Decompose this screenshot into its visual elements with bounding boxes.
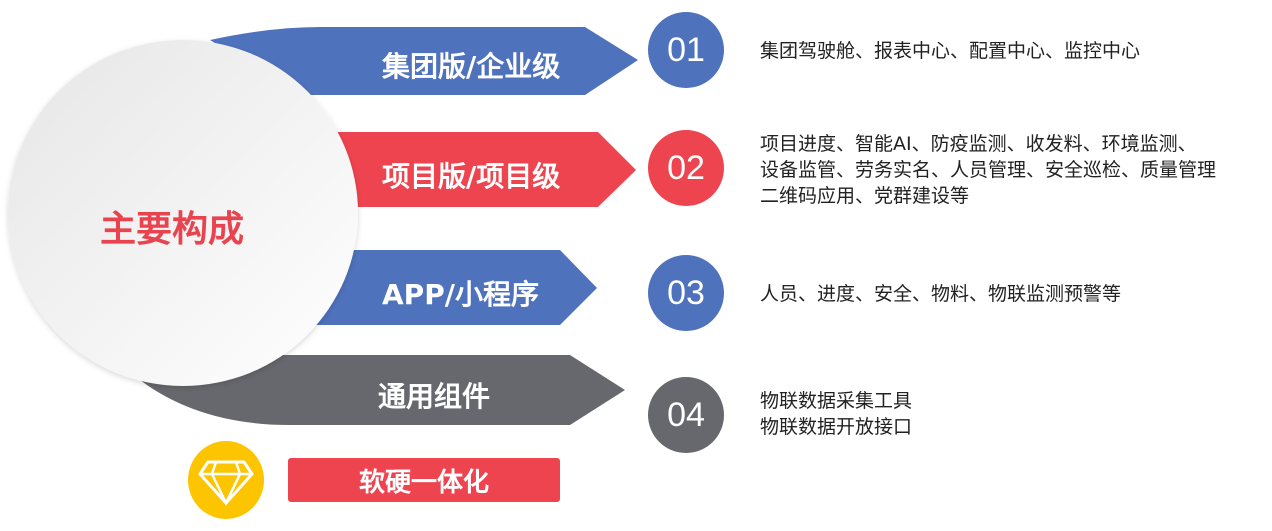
number-badge-1: 01 bbox=[667, 30, 705, 69]
banner-3 bbox=[300, 250, 597, 325]
banner-2 bbox=[300, 132, 636, 207]
banner-4 bbox=[140, 355, 625, 425]
number-badge-4: 04 bbox=[667, 395, 705, 434]
diamond-icon bbox=[188, 441, 264, 519]
description-2: 项目进度、智能AI、防疫监测、收发料、环境监测、设备监管、劳务实名、人员管理、安… bbox=[760, 133, 1217, 207]
description-4: 物联数据采集工具物联数据开放接口 bbox=[760, 390, 913, 438]
banner-label-4: 通用组件 bbox=[378, 380, 491, 413]
number-badge-3: 03 bbox=[667, 273, 705, 312]
description-1: 集团驾驶舱、报表中心、配置中心、监控中心 bbox=[760, 40, 1141, 62]
footer-label: 软硬一体化 bbox=[288, 458, 560, 502]
center-title: 主要构成 bbox=[100, 209, 245, 250]
banner-label-1: 集团版/企业级 bbox=[382, 50, 561, 83]
banner-label-3: APP/小程序 bbox=[382, 278, 539, 311]
banner-label-2: 项目版/项目级 bbox=[382, 160, 561, 193]
center-circle bbox=[8, 40, 358, 386]
banner-1 bbox=[210, 27, 638, 95]
description-3: 人员、进度、安全、物料、物联监测预警等 bbox=[760, 283, 1122, 305]
number-badge-2: 02 bbox=[667, 148, 705, 187]
